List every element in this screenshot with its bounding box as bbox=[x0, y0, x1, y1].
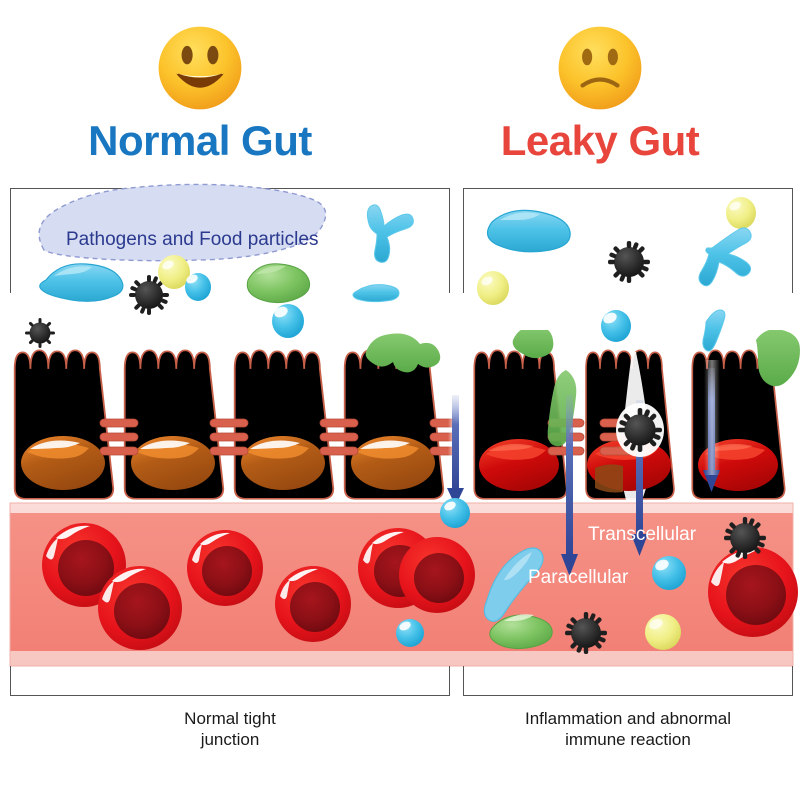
virus-particle bbox=[724, 517, 766, 559]
antibody-y bbox=[366, 204, 414, 263]
bacteria-rod bbox=[486, 209, 571, 253]
mucus-blob bbox=[512, 330, 554, 359]
normal-epithelium bbox=[13, 333, 455, 500]
food-particle-cyan bbox=[396, 619, 424, 647]
right-caption-line1: Inflammation and abnormal bbox=[524, 709, 731, 728]
food-particle-cyan bbox=[272, 304, 304, 338]
mucus-blob bbox=[756, 330, 800, 387]
food-particle-green bbox=[246, 263, 311, 304]
food-particle-cyan bbox=[185, 273, 211, 301]
antibody-fragment bbox=[352, 284, 400, 303]
normal-gut-title: Normal Gut bbox=[88, 117, 312, 164]
food-particle-cyan bbox=[652, 556, 686, 590]
tight-junction-group bbox=[99, 418, 455, 456]
pathogens-bubble-label: Pathogens and Food particles bbox=[66, 229, 318, 250]
virus-in-transit bbox=[616, 403, 664, 457]
food-particle-yellow bbox=[645, 614, 681, 650]
slightly-frowning-face-icon bbox=[558, 26, 642, 110]
food-particle-green bbox=[489, 614, 553, 650]
left-caption-bracket bbox=[10, 666, 450, 696]
paracellular-arrow-left bbox=[447, 395, 464, 506]
bacteria-rod bbox=[39, 263, 124, 302]
paracellular-arrow bbox=[561, 395, 578, 576]
bacteria-rod bbox=[483, 547, 544, 622]
tight-junction bbox=[319, 418, 359, 456]
antibody-fragment bbox=[702, 309, 726, 352]
food-particle-yellow bbox=[726, 197, 756, 229]
right-caption-line2: immune reaction bbox=[565, 730, 691, 750]
food-particle-cyan bbox=[601, 310, 631, 342]
red-blood-cell bbox=[275, 566, 351, 642]
leaky-gut-title: Leaky Gut bbox=[500, 117, 700, 164]
virus-particle bbox=[565, 612, 607, 654]
tight-junction bbox=[99, 418, 139, 456]
normal-gut-header: Normal Gut bbox=[0, 22, 400, 182]
transport-arrows bbox=[447, 360, 720, 576]
nucleus-group bbox=[21, 436, 435, 490]
pathogens-bubble bbox=[38, 183, 327, 262]
food-particle-yellow bbox=[158, 255, 190, 289]
blood-contents-right bbox=[399, 517, 798, 654]
food-particle-cyan bbox=[440, 498, 470, 528]
grinning-face-icon bbox=[158, 26, 242, 110]
red-blood-cell bbox=[708, 547, 798, 637]
food-particle-yellow bbox=[477, 271, 509, 305]
red-blood-cell bbox=[98, 566, 182, 650]
transcellular-arrow-center bbox=[631, 400, 648, 556]
red-blood-cell bbox=[399, 537, 475, 613]
virus-particle bbox=[25, 318, 55, 348]
tight-junction bbox=[209, 418, 249, 456]
paracellular-label: Paracellular bbox=[528, 567, 629, 588]
left-caption-line2: junction bbox=[200, 730, 260, 750]
red-blood-cell bbox=[187, 530, 263, 606]
left-caption-line1: Normal tight bbox=[184, 709, 276, 728]
transcellular-label: Transcellular bbox=[588, 524, 697, 545]
left-caption: Normal tight junction bbox=[10, 708, 450, 751]
virus-particle bbox=[129, 275, 169, 315]
antibody-y bbox=[698, 227, 752, 287]
red-blood-cells-left bbox=[42, 498, 470, 650]
right-caption: Inflammation and abnormal immune reactio… bbox=[463, 708, 793, 751]
virus-particle bbox=[608, 241, 650, 283]
mucus-blob bbox=[365, 333, 441, 373]
leaky-gut-header: Leaky Gut bbox=[400, 22, 800, 182]
right-caption-bracket bbox=[463, 666, 793, 696]
